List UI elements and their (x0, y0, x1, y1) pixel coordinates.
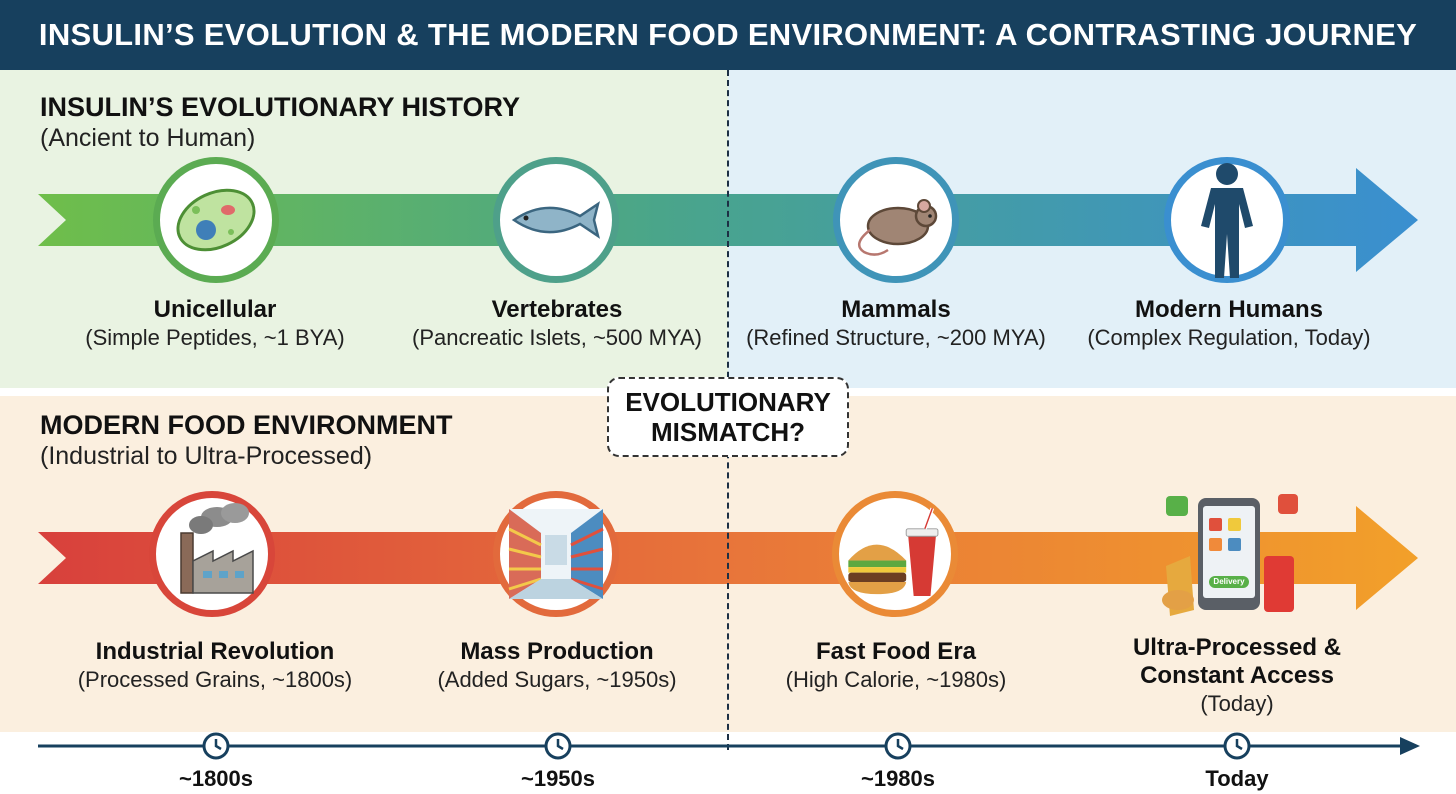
stage-ultra-processed-illustration: Delivery (1160, 490, 1300, 620)
tick-label: ~1980s (828, 766, 968, 792)
page-title: INSULIN’S EVOLUTION & THE MODERN FOOD EN… (39, 17, 1417, 53)
delivery-button-text: Delivery (1209, 576, 1249, 588)
human-icon (1177, 160, 1277, 280)
stage-detail: (Complex Regulation, Today) (1059, 324, 1399, 352)
stage-vertebrates: Vertebrates (Pancreatic Islets, ~500 MYA… (387, 296, 727, 352)
stage-label: Industrial Revolution (45, 638, 385, 666)
stage-label: Unicellular (45, 296, 385, 324)
evolutionary-mismatch-callout: EVOLUTIONARY MISMATCH? (607, 377, 849, 457)
stage-mass-production: Mass Production (Added Sugars, ~1950s) (387, 638, 727, 694)
factory-icon (157, 499, 267, 609)
stage-detail: (Pancreatic Islets, ~500 MYA) (387, 324, 727, 352)
clock-icon (1222, 731, 1252, 761)
stage-mammals-circle (833, 157, 959, 283)
stage-industrial-revolution: Industrial Revolution (Processed Grains,… (45, 638, 385, 694)
stage-unicellular: Unicellular (Simple Peptides, ~1 BYA) (45, 296, 385, 352)
stage-label: Ultra-Processed & Constant Access (1122, 634, 1352, 690)
mouse-icon (846, 170, 946, 270)
stage-detail: (Today) (1122, 690, 1352, 718)
tick-label: ~1950s (488, 766, 628, 792)
mismatch-line-1: EVOLUTIONARY (609, 387, 847, 417)
evolution-section-title: INSULIN’S EVOLUTIONARY HISTORY (40, 92, 520, 123)
stage-label: Modern Humans (1059, 296, 1399, 324)
stage-fast-food-era-circle (832, 491, 958, 617)
stage-modern-humans: Modern Humans (Complex Regulation, Today… (1059, 296, 1399, 352)
stage-detail: (Added Sugars, ~1950s) (387, 666, 727, 694)
stage-modern-humans-circle (1164, 157, 1290, 283)
stage-detail: (Processed Grains, ~1800s) (45, 666, 385, 694)
clock-icon (883, 731, 913, 761)
food-section-title: MODERN FOOD ENVIRONMENT (40, 410, 453, 441)
stage-detail: (Refined Structure, ~200 MYA) (726, 324, 1066, 352)
stage-label: Mammals (726, 296, 1066, 324)
stage-label: Vertebrates (387, 296, 727, 324)
stage-industrial-revolution-circle (149, 491, 275, 617)
tick-label: ~1800s (146, 766, 286, 792)
stage-detail: (High Calorie, ~1980s) (726, 666, 1066, 694)
food-section-subtitle: (Industrial to Ultra-Processed) (40, 442, 372, 471)
burger-soda-icon (839, 499, 951, 609)
clock-icon (201, 731, 231, 761)
phone-delivery-icon (1160, 490, 1300, 620)
stage-fast-food-era: Fast Food Era (High Calorie, ~1980s) (726, 638, 1066, 694)
cell-icon (166, 170, 266, 270)
stage-vertebrates-circle (493, 157, 619, 283)
supermarket-icon (501, 499, 611, 609)
clock-icon (543, 731, 573, 761)
evolution-section-subtitle: (Ancient to Human) (40, 124, 255, 153)
stage-mass-production-circle (493, 491, 619, 617)
stage-unicellular-circle (153, 157, 279, 283)
stage-label: Fast Food Era (726, 638, 1066, 666)
tick-label: Today (1167, 766, 1307, 792)
fish-icon (506, 170, 606, 270)
stage-mammals: Mammals (Refined Structure, ~200 MYA) (726, 296, 1066, 352)
header-bar: INSULIN’S EVOLUTION & THE MODERN FOOD EN… (0, 0, 1456, 70)
mismatch-line-2: MISMATCH? (609, 417, 847, 447)
stage-ultra-processed: Ultra-Processed & Constant Access (Today… (1122, 634, 1352, 718)
stage-detail: (Simple Peptides, ~1 BYA) (45, 324, 385, 352)
stage-label: Mass Production (387, 638, 727, 666)
